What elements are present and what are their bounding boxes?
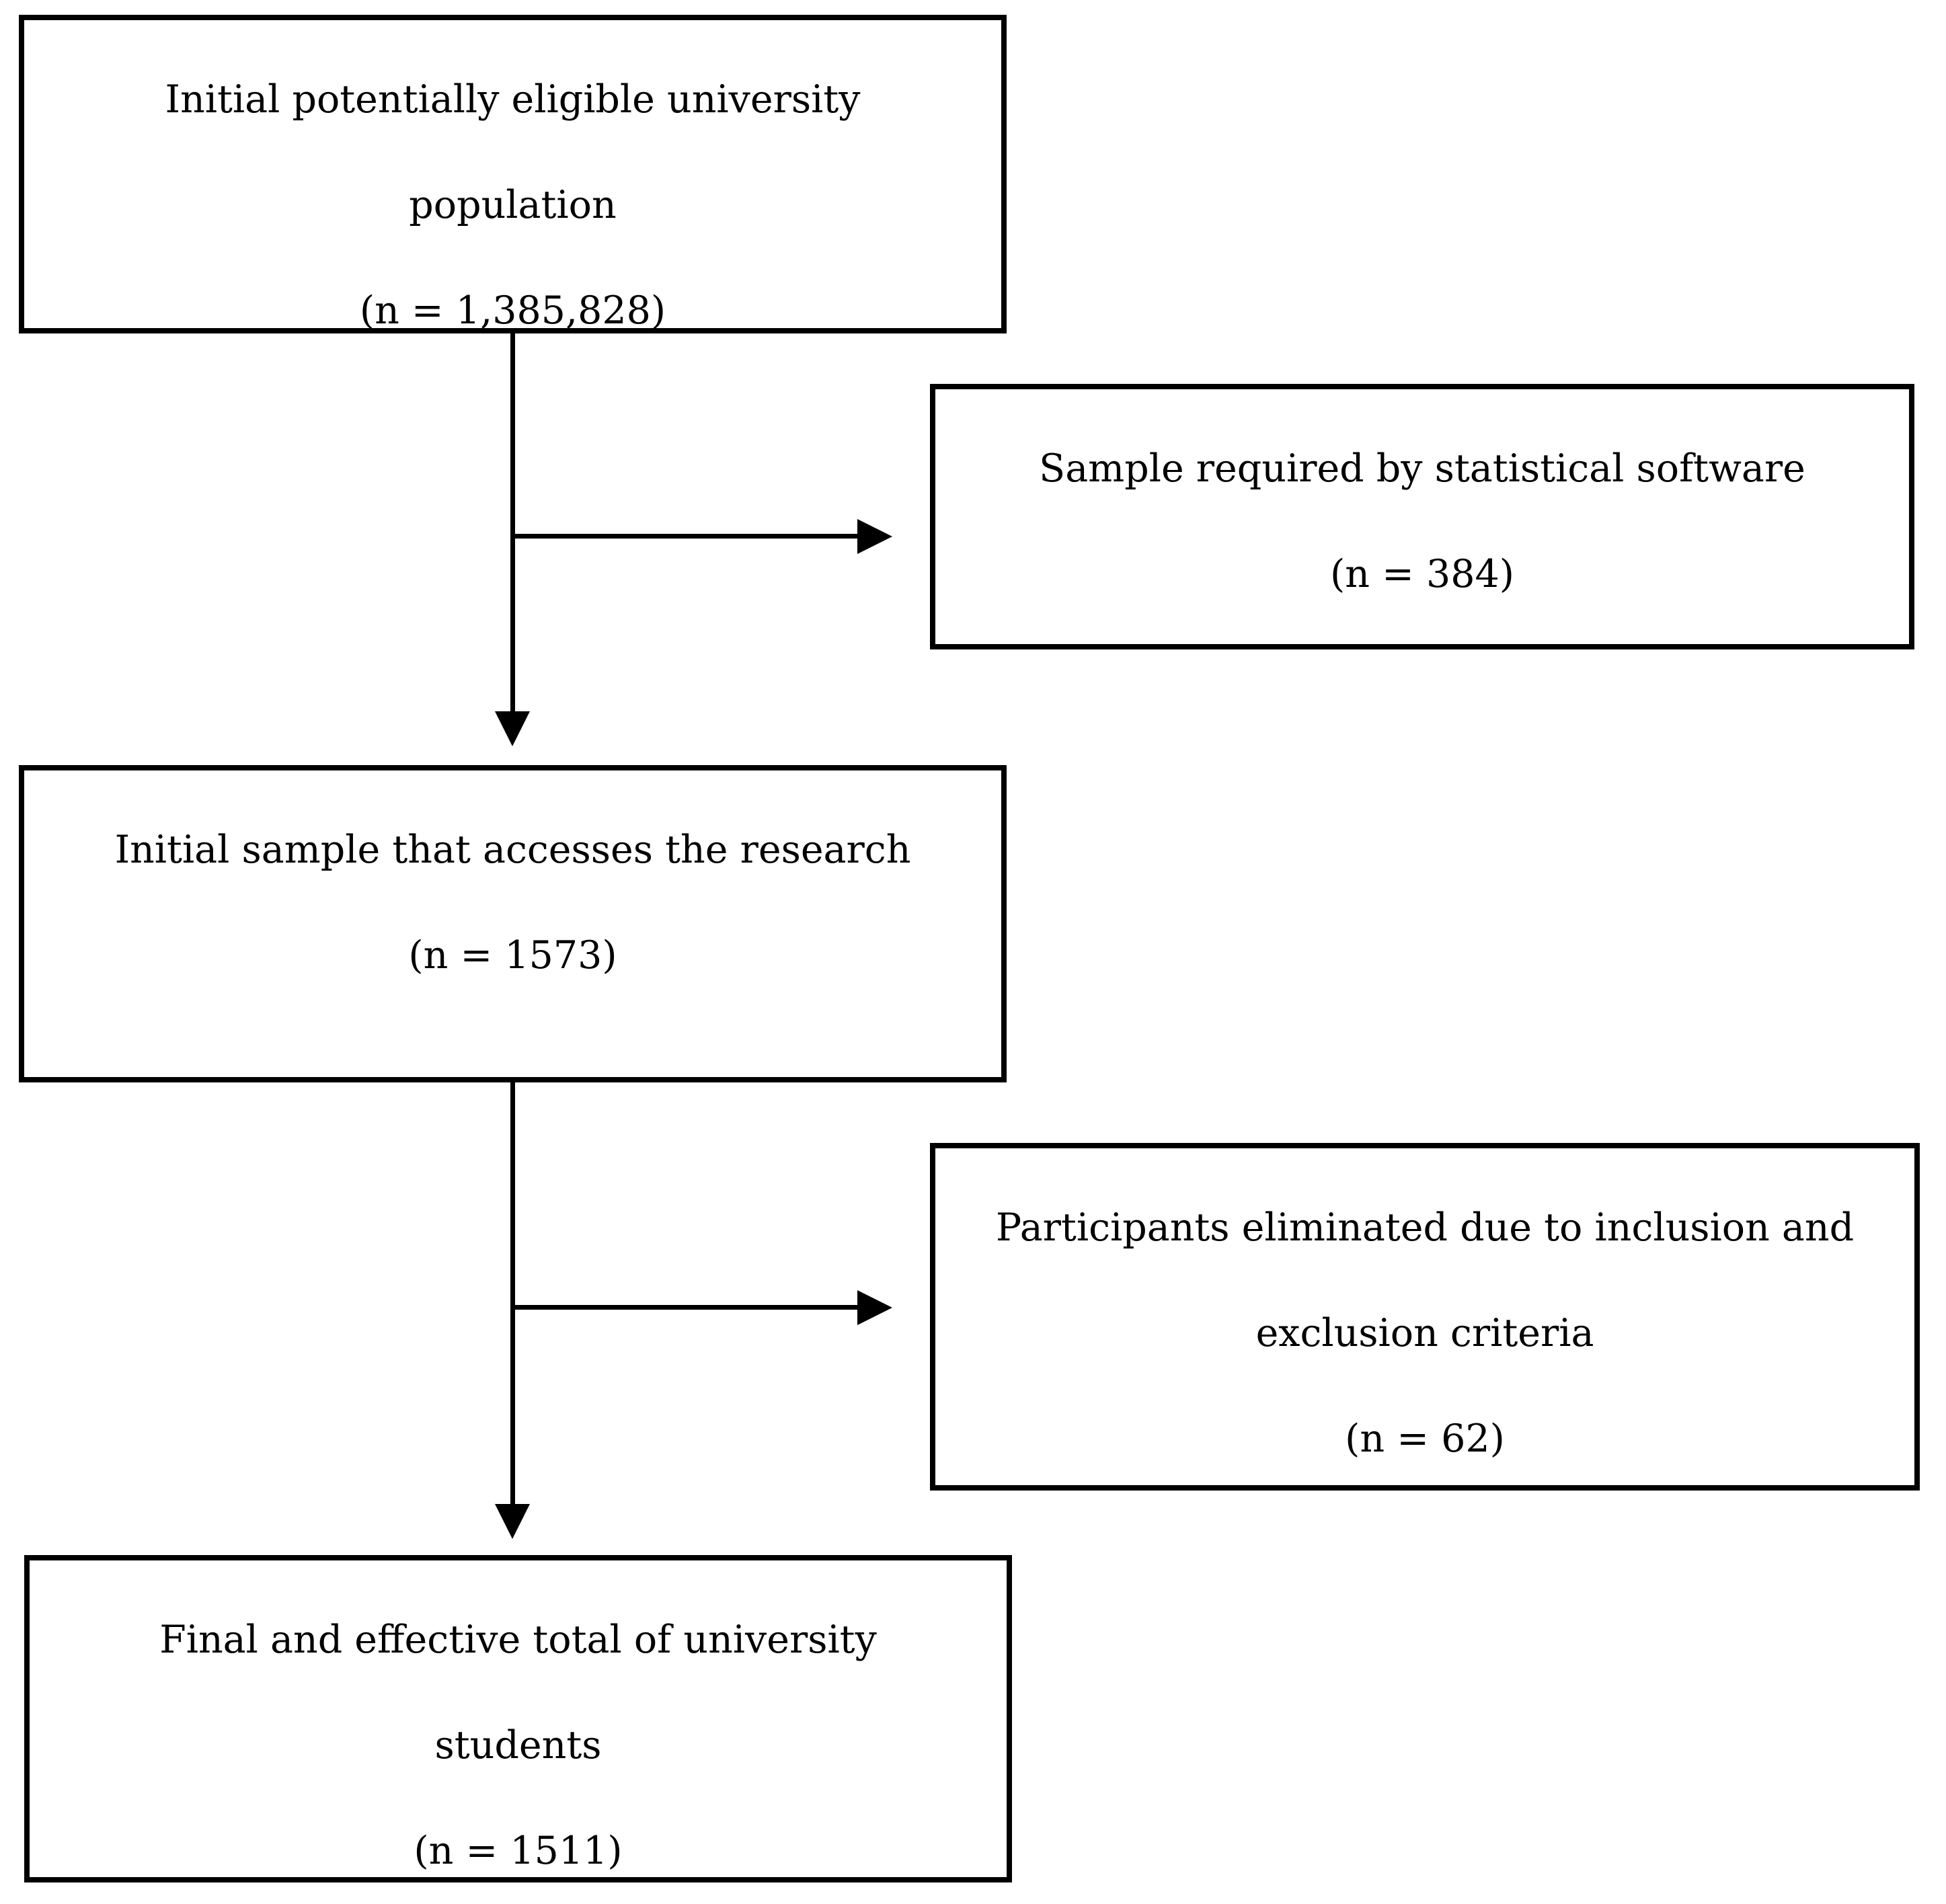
box-text-line: Initial sample that accesses the researc…	[114, 828, 911, 872]
box-text-line: (n = 62)	[1345, 1417, 1505, 1461]
arrow-down-icon	[495, 711, 530, 746]
connector-line-branch-to-participants-eliminated	[510, 1305, 857, 1310]
connector-line-top-to-middle	[510, 333, 515, 711]
box-text-line: (n = 1511)	[414, 1829, 623, 1873]
box-text-line: Final and effective total of university	[159, 1618, 877, 1662]
arrow-right-icon	[857, 519, 892, 554]
flow-box-initial-population: Initial potentially eligible university …	[19, 15, 1007, 333]
flow-box-participants-eliminated: Participants eliminated due to inclusion…	[930, 1143, 1920, 1491]
flow-box-initial-sample: Initial sample that accesses the researc…	[19, 765, 1007, 1082]
box-text-line: population	[409, 183, 617, 227]
box-text-line: Initial potentially eligible university	[165, 77, 861, 122]
box-text-line: (n = 384)	[1330, 552, 1514, 596]
flow-box-sample-required: Sample required by statistical software …	[930, 384, 1914, 649]
box-text-line: (n = 1573)	[408, 933, 617, 978]
box-text-line: students	[434, 1723, 602, 1768]
box-text-line: Sample required by statistical software	[1039, 446, 1805, 491]
flow-box-final-total: Final and effective total of university …	[24, 1555, 1012, 1882]
box-text-line: Participants eliminated due to inclusion…	[995, 1205, 1855, 1250]
box-text-line: (n = 1,385,828)	[359, 288, 666, 333]
connector-line-branch-to-sample-required	[510, 534, 857, 539]
connector-line-middle-to-final	[510, 1082, 515, 1504]
arrow-down-icon	[495, 1504, 530, 1539]
arrow-right-icon	[857, 1290, 892, 1325]
box-text-line: exclusion criteria	[1255, 1311, 1594, 1355]
